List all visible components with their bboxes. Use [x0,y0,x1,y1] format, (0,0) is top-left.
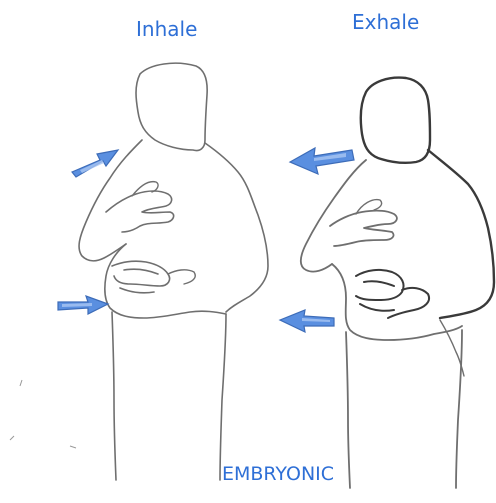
exhale-arrow-belly [280,310,334,332]
inhale-legs [112,312,226,480]
exhale-lower-hand [356,270,404,311]
inhale-arrow-belly [58,296,108,314]
inhale-label: Inhale [136,19,197,39]
inhale-arrow-chest [72,150,118,177]
exhale-arrow-chest [290,148,354,174]
exhale-upper-hand [330,211,397,246]
exhale-back [428,150,494,318]
exhale-figure [301,78,494,488]
inhale-figure [79,63,268,480]
exhale-head [361,78,430,163]
inhale-belly [105,244,226,318]
exhale-chest [301,160,366,272]
footer-label: EMBRYONIC [222,465,334,484]
exhale-legs [346,330,462,488]
inhale-lower-hand [112,261,170,293]
faint-scribble-left [10,380,76,448]
exhale-label: Exhale [352,12,419,32]
inhale-upper-arm [106,191,174,232]
inhale-back [205,143,268,312]
inhale-head [136,63,207,150]
